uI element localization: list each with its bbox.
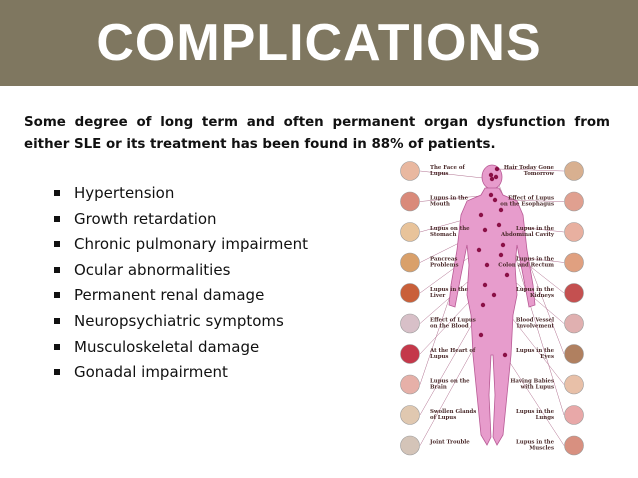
list-item: Chronic pulmonary impairment bbox=[52, 232, 308, 258]
bullet-square-icon bbox=[54, 343, 60, 350]
list-item-label: Gonadal impairment bbox=[74, 363, 228, 382]
organ-dot bbox=[478, 212, 484, 218]
diagram-dots bbox=[476, 166, 510, 358]
connector-line bbox=[496, 168, 565, 172]
list-item: Gonadal impairment bbox=[52, 360, 308, 386]
right-organ-icon bbox=[564, 374, 584, 395]
bullet-square-icon bbox=[54, 266, 60, 273]
left-organ-icon bbox=[400, 222, 420, 242]
bullet-square-icon bbox=[54, 241, 60, 248]
list-item-label: Neuropsychiatric symptoms bbox=[74, 311, 284, 330]
right-organ-icon bbox=[564, 435, 584, 456]
list-item: Permanent renal damage bbox=[52, 283, 308, 309]
left-organ-icon bbox=[400, 283, 420, 303]
bullet-square-icon bbox=[54, 369, 60, 376]
list-item: Hypertension bbox=[52, 181, 308, 207]
left-diagram-label: Joint Trouble bbox=[429, 440, 470, 446]
right-organ-icon bbox=[564, 252, 584, 273]
bullet-square-icon bbox=[54, 292, 60, 299]
right-organ-icon bbox=[564, 191, 584, 212]
connector-line bbox=[504, 354, 565, 446]
right-organ-icon bbox=[564, 344, 584, 364]
organ-dot bbox=[504, 272, 510, 278]
organ-dot bbox=[502, 352, 508, 358]
left-icon-column bbox=[400, 161, 420, 456]
complications-list: Hypertension Growth retardation Chronic … bbox=[52, 181, 308, 386]
list-item-label: Chronic pulmonary impairment bbox=[74, 235, 308, 254]
connector-line bbox=[419, 334, 482, 446]
slide-title: COMPLICATIONS bbox=[96, 14, 542, 72]
left-organ-icon bbox=[400, 344, 420, 364]
organ-dot bbox=[498, 252, 504, 258]
right-organ-icon bbox=[564, 313, 584, 334]
organ-dot bbox=[493, 174, 499, 180]
right-organ-icon bbox=[564, 161, 584, 181]
organ-dot bbox=[498, 207, 504, 213]
organ-dot bbox=[482, 282, 488, 288]
organ-dot bbox=[488, 192, 494, 198]
list-item: Neuropsychiatric symptoms bbox=[52, 309, 308, 335]
list-item: Ocular abnormalities bbox=[52, 258, 308, 284]
organ-dot bbox=[480, 302, 486, 308]
torso-shape bbox=[448, 187, 536, 446]
left-organ-icon bbox=[400, 405, 420, 425]
organ-dot bbox=[488, 172, 494, 178]
organ-dot bbox=[489, 176, 495, 182]
list-item-label: Growth retardation bbox=[74, 209, 217, 228]
bullet-square-icon bbox=[54, 215, 60, 222]
organ-dot bbox=[494, 166, 500, 172]
organ-dot bbox=[492, 197, 498, 203]
organ-dot bbox=[476, 247, 482, 253]
list-item-label: Permanent renal damage bbox=[74, 286, 265, 305]
left-organ-icon bbox=[400, 252, 420, 273]
left-organ-icon bbox=[400, 161, 420, 181]
left-organ-icon bbox=[400, 374, 420, 395]
list-item-label: Musculoskeletal damage bbox=[74, 337, 260, 356]
bullet-square-icon bbox=[54, 317, 60, 324]
organ-dot bbox=[482, 227, 488, 233]
right-organ-icon bbox=[564, 405, 584, 425]
right-organ-icon bbox=[564, 283, 584, 303]
intro-paragraph: Some degree of long term and often perma… bbox=[24, 115, 610, 152]
list-item: Musculoskeletal damage bbox=[52, 335, 308, 361]
left-organ-icon bbox=[400, 313, 420, 334]
list-item-label: Ocular abnormalities bbox=[74, 260, 231, 279]
organ-dot bbox=[491, 292, 497, 298]
right-organ-icon bbox=[564, 222, 584, 242]
organ-dot bbox=[478, 332, 484, 338]
title-bar: COMPLICATIONS bbox=[0, 0, 638, 86]
bullet-square-icon bbox=[54, 190, 60, 196]
list-item: Growth retardation bbox=[52, 207, 308, 233]
connector-line bbox=[419, 170, 493, 180]
right-icon-column bbox=[564, 161, 584, 456]
left-organ-icon bbox=[400, 191, 420, 212]
organ-dot bbox=[500, 242, 506, 248]
organ-dot bbox=[496, 222, 502, 228]
organ-dot bbox=[484, 262, 490, 268]
list-item-label: Hypertension bbox=[74, 184, 175, 202]
left-organ-icon bbox=[400, 435, 420, 456]
